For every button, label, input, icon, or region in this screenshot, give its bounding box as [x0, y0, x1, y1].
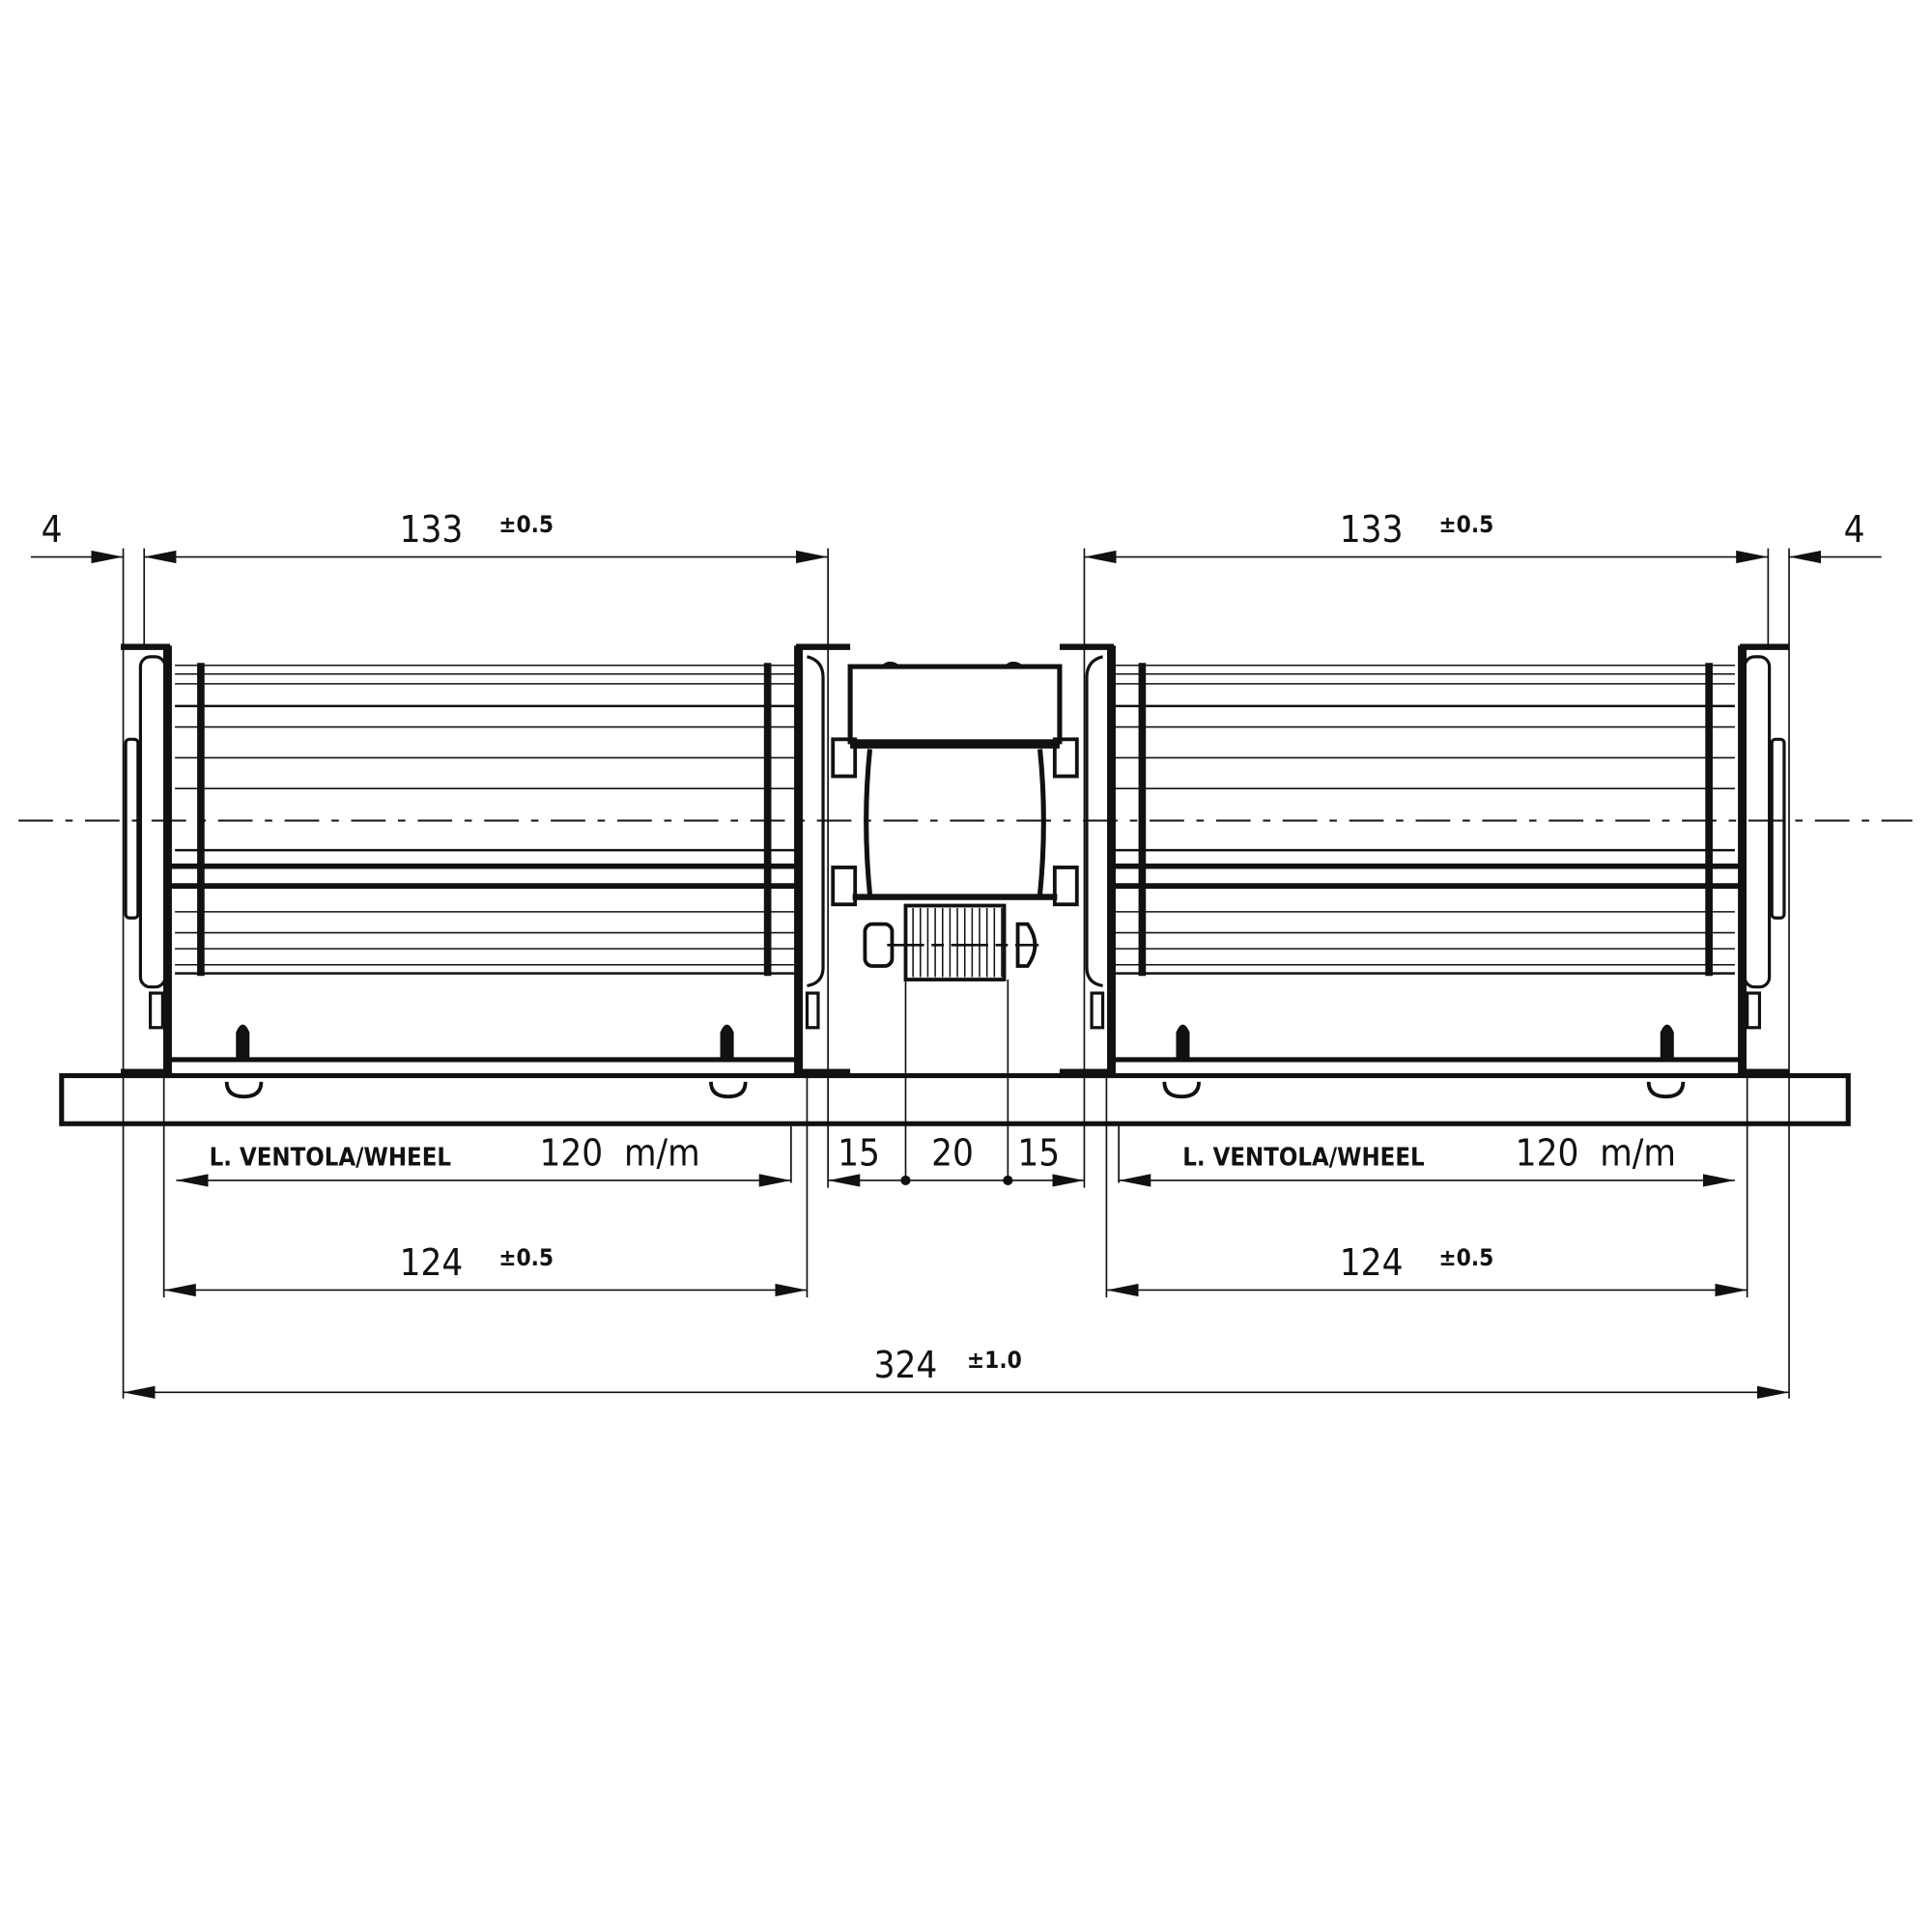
motor-body: [864, 749, 1046, 895]
motor-bracket-tl: [831, 737, 858, 779]
wheel-label-left: L. VENTOLA/WHEEL: [210, 1144, 451, 1173]
mount-tab: [805, 991, 820, 1030]
motor-bracket-tr: [1052, 737, 1079, 779]
dim-dot: [900, 1175, 911, 1186]
motor-bracket-br: [1052, 866, 1079, 907]
wheel-value-right: 120 m/m: [1516, 1132, 1676, 1176]
inner-cap: [807, 655, 825, 987]
wheel-blades: [175, 665, 795, 975]
dim-tol-133-left: ±0.5: [498, 511, 554, 538]
terminal-right: [1015, 922, 1037, 968]
dim-text-133-right: 133: [1340, 508, 1404, 552]
wheel-label-right: L. VENTOLA/WHEEL: [1182, 1144, 1424, 1173]
motor-top-cover: [847, 664, 1063, 745]
fan-wheel-right: [1059, 643, 1790, 1099]
fan-wheel-left: [121, 643, 851, 1099]
dim-text-offset-right: 4: [1844, 508, 1865, 552]
mount-pin: [720, 1024, 734, 1061]
dimensions: [30, 548, 1882, 1399]
slot: [709, 1081, 748, 1099]
inner-cap: [1085, 655, 1104, 987]
motor-dim-mid: 20: [931, 1132, 974, 1176]
bearing-hub: [124, 737, 140, 920]
end-cap: [138, 655, 167, 989]
dim-tol-overall: ±1.0: [967, 1347, 1022, 1374]
winding-hatch: [912, 908, 1003, 978]
slot: [1162, 1081, 1201, 1099]
wheel-blades: [1115, 665, 1735, 975]
mount-pin: [1176, 1024, 1190, 1061]
dim-tol-133-right: ±0.5: [1438, 511, 1493, 538]
wheel-value-left: 120 m/m: [539, 1132, 699, 1176]
motor-dim-right: 15: [1017, 1132, 1060, 1176]
dim-tol-124-right: ±0.5: [1438, 1244, 1493, 1271]
dim-dot: [1003, 1175, 1013, 1186]
mount-tab: [149, 991, 164, 1030]
motor-dim-left: 15: [838, 1132, 880, 1176]
motor-bracket-bl: [831, 866, 858, 907]
dim-text-offset-left: 4: [42, 508, 63, 552]
end-cap: [1743, 655, 1772, 989]
bearing-hub: [1770, 737, 1786, 920]
dim-text-124-right: 124: [1340, 1241, 1404, 1285]
mount-pin: [236, 1024, 250, 1061]
base-plate: [59, 1072, 1851, 1126]
slot: [1646, 1081, 1686, 1099]
mount-tab: [1090, 991, 1105, 1030]
mount-tab: [1746, 991, 1762, 1030]
dim-text-133-left: 133: [400, 508, 464, 552]
dim-text-124-left: 124: [400, 1241, 464, 1285]
motor-top-bumps: [881, 661, 1024, 668]
dim-tol-124-left: ±0.5: [498, 1244, 554, 1271]
dim-text-overall: 324: [874, 1344, 938, 1387]
slot: [224, 1081, 264, 1099]
motor-winding: [903, 903, 1007, 981]
motor: [831, 661, 1079, 981]
mount-pin: [1660, 1024, 1674, 1061]
